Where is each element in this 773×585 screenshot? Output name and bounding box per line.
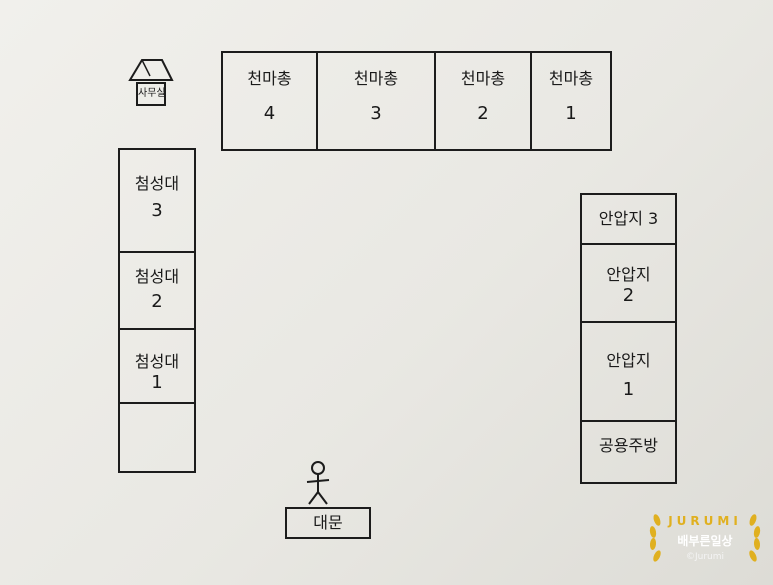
site-name: 안압지 3 bbox=[598, 209, 659, 228]
site-number: 2 bbox=[151, 291, 163, 312]
watermark-copyright: ©Jurumi bbox=[685, 552, 725, 562]
office-building: 사무실 bbox=[126, 52, 176, 116]
site-anapji-1[interactable]: 안압지 1 bbox=[582, 323, 675, 420]
site-name: 공용주방 bbox=[599, 436, 658, 455]
main-gate[interactable]: 대문 bbox=[285, 507, 371, 539]
site-number: 4 bbox=[263, 103, 276, 124]
site-number: 2 bbox=[622, 285, 635, 306]
site-cheomseongdae-1[interactable]: 첨성대 1 bbox=[120, 330, 194, 402]
office-label: 사무실 bbox=[136, 82, 166, 106]
site-cheonmachong-3[interactable]: 천마총 3 bbox=[318, 53, 434, 149]
site-number: 1 bbox=[622, 379, 635, 400]
site-name: 첨성대 bbox=[134, 267, 180, 286]
site-cheomseongdae-3[interactable]: 첨성대 3 bbox=[120, 150, 194, 251]
laurel-icon bbox=[649, 514, 761, 562]
site-cheonmachong-2[interactable]: 천마총 2 bbox=[436, 53, 530, 149]
site-name: 천마총 bbox=[460, 69, 506, 88]
cheomseongdae-column: 첨성대 3 첨성대 2 첨성대 1 bbox=[118, 148, 196, 473]
anapji-column: 안압지 3 안압지 2 안압지 1 공용주방 bbox=[580, 193, 677, 484]
office-roof-icon bbox=[128, 59, 174, 81]
site-name: 안압지 bbox=[606, 265, 651, 284]
shared-kitchen[interactable]: 공용주방 bbox=[582, 422, 675, 482]
person-icon bbox=[306, 461, 330, 505]
site-cheonmachong-1[interactable]: 천마총 1 bbox=[532, 53, 610, 149]
site-name: 천마총 bbox=[353, 69, 399, 88]
site-number: 2 bbox=[477, 103, 489, 124]
site-name: 천마총 bbox=[247, 69, 292, 88]
jurumi-watermark: JURUMI 배부른일상 ©Jurumi bbox=[645, 510, 765, 572]
site-name: 안압지 bbox=[606, 351, 651, 370]
site-anapji-3[interactable]: 안압지 3 bbox=[582, 195, 675, 243]
site-name: 첨성대 bbox=[134, 174, 180, 193]
site-anapji-2[interactable]: 안압지 2 bbox=[582, 245, 675, 321]
site-number: 3 bbox=[370, 103, 382, 124]
site-cheonmachong-4[interactable]: 천마총 4 bbox=[223, 53, 316, 149]
site-number: 1 bbox=[151, 372, 163, 393]
site-cheomseongdae-2[interactable]: 첨성대 2 bbox=[120, 253, 194, 328]
watermark-subtitle: 배부른일상 bbox=[677, 534, 733, 548]
cheonmachong-row: 천마총 4 천마총 3 천마총 2 천마총 1 bbox=[221, 51, 612, 151]
site-empty[interactable] bbox=[120, 404, 194, 471]
watermark-title: JURUMI bbox=[668, 514, 742, 528]
site-name: 천마총 bbox=[548, 69, 594, 88]
site-number: 1 bbox=[565, 103, 577, 124]
site-name: 첨성대 bbox=[134, 352, 180, 371]
site-number: 3 bbox=[151, 200, 163, 221]
